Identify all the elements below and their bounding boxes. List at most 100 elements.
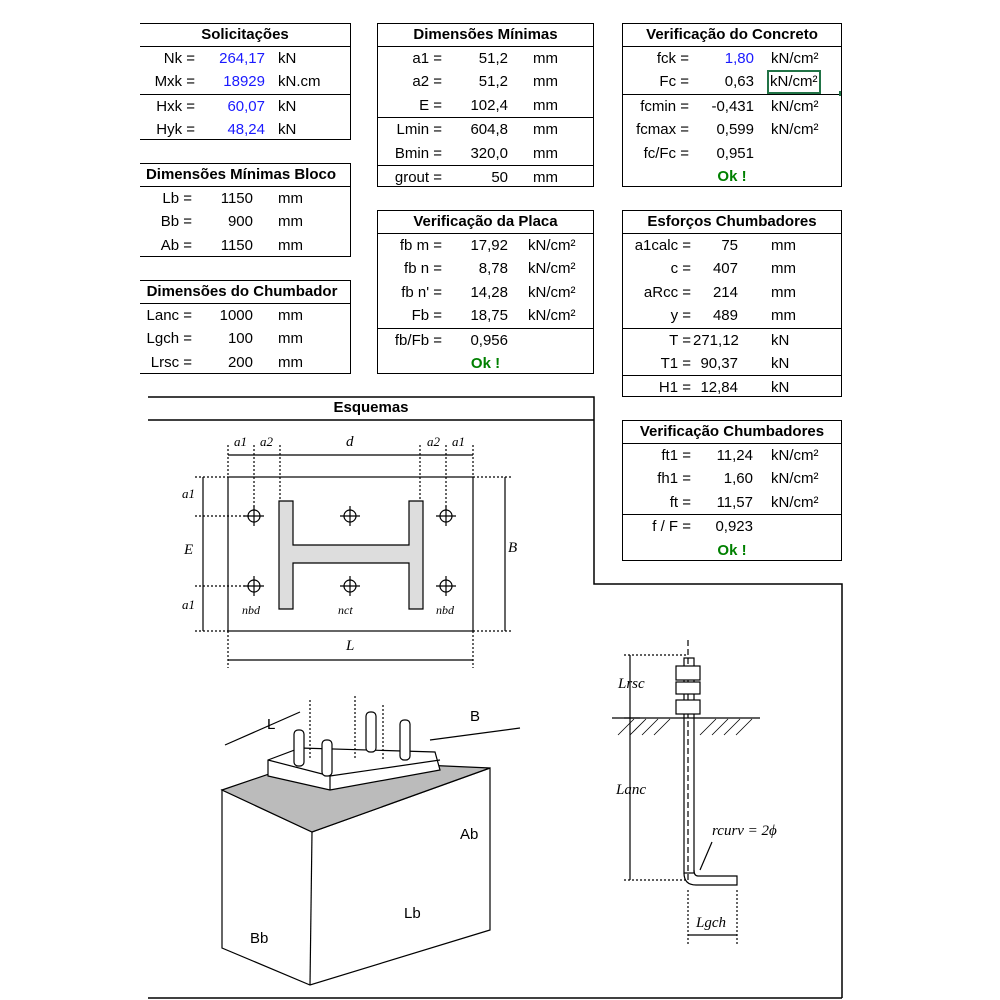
cell-value[interactable]: 200	[227, 353, 253, 371]
cell-value[interactable]: 90,37	[700, 354, 738, 372]
cell-label[interactable]: fc/Fc =	[643, 144, 689, 162]
cell-label[interactable]: fck =	[656, 50, 689, 67]
cell-value[interactable]: 0,951	[716, 144, 754, 162]
cell-label[interactable]: fcmax =	[636, 121, 689, 139]
cell-value[interactable]: 51,2	[478, 50, 508, 67]
cell-label[interactable]: f / F =	[652, 518, 691, 536]
cell-value[interactable]: 1150	[220, 236, 253, 254]
cell-unit[interactable]: mm	[533, 73, 558, 91]
cell-value[interactable]: 0,599	[716, 121, 754, 139]
cell-value[interactable]: 489	[712, 307, 738, 325]
cell-unit[interactable]: mm	[771, 283, 796, 301]
cell-value[interactable]: 18929	[223, 73, 265, 91]
cell-unit[interactable]: mm	[533, 96, 558, 114]
cell-label[interactable]: T =	[669, 331, 691, 349]
cell-value[interactable]: 271,12	[693, 331, 739, 349]
cell-unit[interactable]: kN	[278, 121, 297, 139]
cell-unit[interactable]: kN	[278, 97, 297, 115]
cell-unit[interactable]: mm	[278, 236, 303, 254]
cell-label[interactable]: Bb =	[160, 213, 192, 231]
cell-label[interactable]: fh1 =	[657, 470, 691, 488]
cell-value[interactable]: -0,431	[711, 97, 754, 115]
cell-value[interactable]: 264,17	[219, 50, 265, 67]
cell-label[interactable]: Lgch =	[146, 330, 192, 348]
cell-value[interactable]: 0,956	[470, 331, 508, 349]
cell-value[interactable]: 50	[491, 168, 508, 186]
cell-label[interactable]: Ab =	[160, 236, 192, 254]
cell-label[interactable]: Hxk =	[156, 97, 195, 115]
cell-label[interactable]: Lb =	[162, 190, 192, 207]
cell-unit[interactable]: mm	[278, 353, 303, 371]
cell-value[interactable]: 18,75	[470, 307, 508, 325]
cell-value[interactable]: 900	[227, 213, 253, 231]
cell-label[interactable]: fb n' =	[401, 283, 442, 301]
cell-value[interactable]: 0,63	[724, 73, 754, 91]
cell-value[interactable]: 60,07	[227, 97, 265, 115]
cell-value[interactable]: 14,28	[470, 283, 508, 301]
cell-unit[interactable]: kN	[771, 354, 790, 372]
cell-label[interactable]: grout =	[394, 168, 442, 186]
cell-label[interactable]: Nk =	[163, 50, 195, 67]
cell-value[interactable]: 100	[227, 330, 253, 348]
cell-label[interactable]: Mxk =	[154, 73, 195, 91]
cell-label[interactable]: aRcc =	[643, 283, 691, 301]
cell-unit[interactable]: mm	[533, 168, 558, 186]
cell-label[interactable]: a1 =	[412, 50, 442, 67]
cell-unit[interactable]: kN/cm²	[528, 283, 576, 301]
cell-unit[interactable]: mm	[278, 190, 303, 207]
cell-unit[interactable]: kN/cm²	[767, 70, 821, 94]
cell-unit[interactable]: mm	[278, 330, 303, 348]
cell-label[interactable]: fb m =	[399, 237, 442, 254]
cell-value[interactable]: 320,0	[470, 144, 508, 162]
cell-label[interactable]: fb n =	[404, 260, 442, 278]
cell-value[interactable]: 11,24	[716, 447, 753, 464]
cell-unit[interactable]: mm	[533, 50, 558, 67]
cell-unit[interactable]: kN.cm	[278, 73, 321, 91]
cell-label[interactable]: Lmin =	[396, 121, 442, 139]
cell-value[interactable]: 407	[712, 260, 738, 278]
cell-unit[interactable]: kN	[771, 331, 790, 349]
cell-unit[interactable]: kN/cm²	[528, 307, 576, 325]
cell-unit[interactable]: mm	[771, 307, 796, 325]
cell-unit[interactable]: mm	[278, 307, 303, 324]
cell-label[interactable]: c =	[670, 260, 691, 278]
cell-value[interactable]: 11,57	[716, 493, 753, 511]
cell-value[interactable]: 8,78	[478, 260, 508, 278]
cell-unit[interactable]: kN/cm²	[771, 493, 819, 511]
cell-unit[interactable]: kN/cm²	[771, 50, 819, 67]
cell-label[interactable]: fcmin =	[640, 97, 689, 115]
cell-value[interactable]: 1150	[220, 190, 253, 207]
cell-unit[interactable]: kN/cm²	[771, 97, 819, 115]
cell-label[interactable]: Hyk =	[156, 121, 195, 139]
cell-value[interactable]: 102,4	[470, 96, 508, 114]
cell-value[interactable]: 1,60	[723, 470, 753, 488]
cell-unit[interactable]: mm	[771, 260, 796, 278]
cell-unit[interactable]: mm	[771, 237, 796, 254]
cell-value[interactable]: 51,2	[478, 73, 508, 91]
cell-label[interactable]: a2 =	[412, 73, 442, 91]
cell-unit[interactable]: mm	[533, 144, 558, 162]
cell-label[interactable]: Lrsc =	[150, 353, 192, 371]
cell-unit[interactable]: mm	[278, 213, 303, 231]
cell-unit[interactable]: kN	[771, 379, 790, 397]
cell-value[interactable]: 604,8	[470, 121, 508, 139]
cell-value[interactable]: 1000	[219, 307, 253, 324]
cell-label[interactable]: Fc =	[659, 73, 689, 91]
cell-label[interactable]: Lanc =	[146, 307, 192, 324]
cell-unit[interactable]: kN/cm²	[771, 447, 819, 464]
cell-value[interactable]: 75	[721, 237, 738, 254]
cell-unit[interactable]: mm	[533, 121, 558, 139]
cell-label[interactable]: y =	[670, 307, 691, 325]
cell-label[interactable]: ft =	[669, 493, 691, 511]
cell-unit[interactable]: kN/cm²	[528, 237, 576, 254]
cell-label[interactable]: a1calc =	[634, 237, 691, 254]
selection-fill-handle[interactable]	[839, 91, 841, 96]
cell-value[interactable]: 48,24	[227, 121, 265, 139]
cell-label[interactable]: E =	[419, 96, 442, 114]
cell-unit[interactable]: kN/cm²	[771, 121, 819, 139]
cell-label[interactable]: Bmin =	[394, 144, 442, 162]
cell-value[interactable]: 0,923	[715, 518, 753, 536]
cell-label[interactable]: Fb =	[411, 307, 442, 325]
cell-label[interactable]: ft1 =	[661, 447, 691, 464]
cell-unit[interactable]: kN/cm²	[771, 470, 819, 488]
